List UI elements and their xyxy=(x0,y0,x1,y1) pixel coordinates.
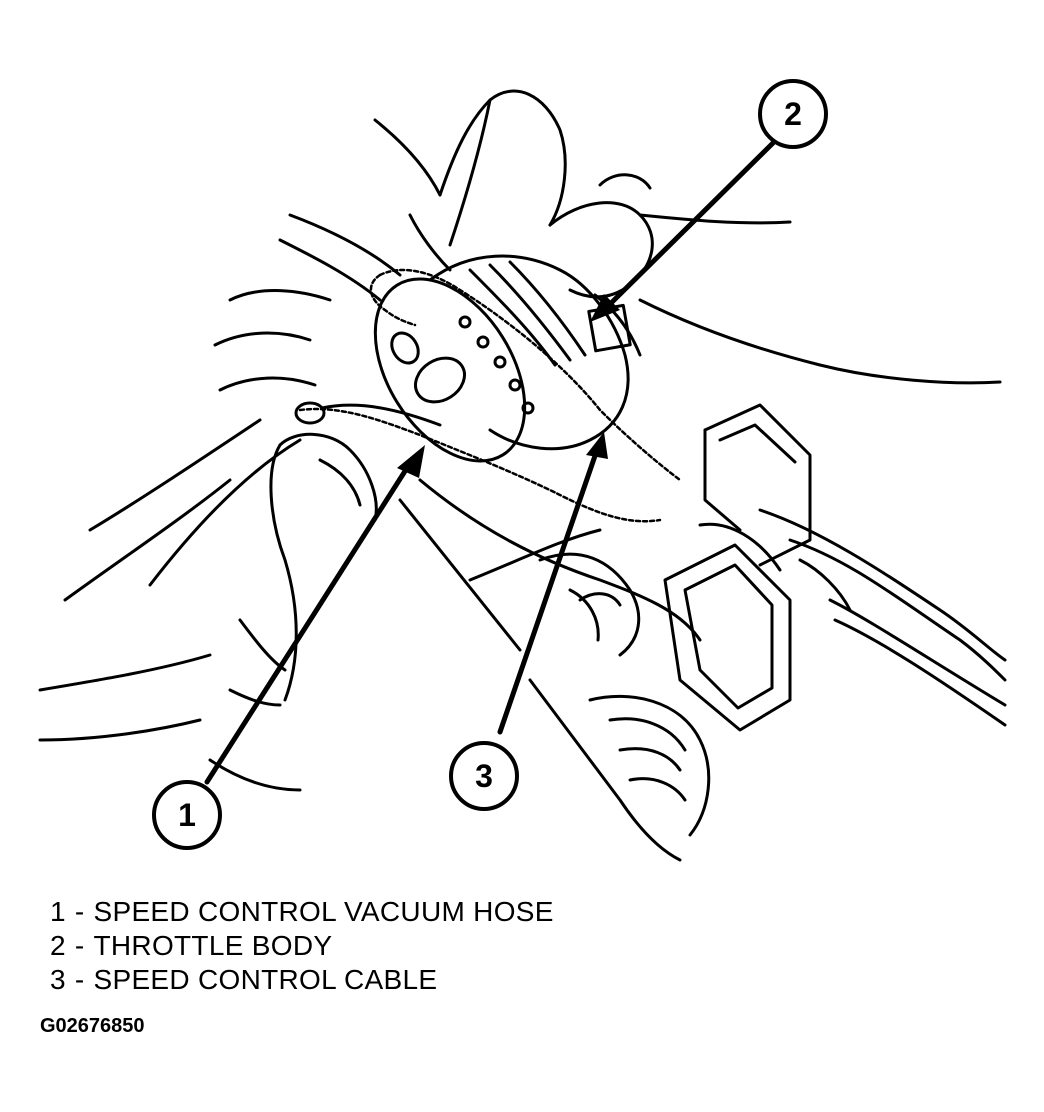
legend-item-1: 1-SPEED CONTROL VACUUM HOSE xyxy=(50,895,554,929)
legend-item-3: 3-SPEED CONTROL CABLE xyxy=(50,963,554,997)
callout-3-circle xyxy=(449,741,519,811)
speed-control-cable-loop xyxy=(298,268,682,523)
callout-1-arrowhead xyxy=(397,445,425,478)
arrowheads xyxy=(397,294,620,478)
throttle-body xyxy=(373,254,642,463)
legend-separator: - xyxy=(74,930,85,961)
legend-item-label: SPEED CONTROL VACUUM HOSE xyxy=(93,896,554,927)
callout-1-leader xyxy=(204,465,410,785)
legend-item-number: 1 xyxy=(50,896,66,927)
legend-item-2: 2-THROTTLE BODY xyxy=(50,929,554,963)
legend-separator: - xyxy=(74,964,85,995)
legend-item-label: THROTTLE BODY xyxy=(93,930,333,961)
callout-2-number: 2 xyxy=(784,96,802,132)
callout-1-number: 1 xyxy=(178,797,196,833)
legend-item-number: 3 xyxy=(50,964,66,995)
vacuum-hose-end xyxy=(294,401,442,427)
legend-item-number: 2 xyxy=(50,930,66,961)
callout-1-circle xyxy=(152,780,222,850)
callout-2-leader xyxy=(599,140,776,315)
callout-3-number: 3 xyxy=(475,758,493,794)
lower-linkage xyxy=(398,478,711,862)
callout-3-arrowhead xyxy=(586,432,608,459)
lower-hand xyxy=(38,418,378,792)
legend-separator: - xyxy=(74,896,85,927)
callout-3-leader xyxy=(497,447,600,735)
callout-circles xyxy=(152,79,828,850)
background-contour-lines xyxy=(213,118,442,392)
leader-arrows xyxy=(204,140,776,785)
cable-housing xyxy=(758,508,1007,727)
legend: 1-SPEED CONTROL VACUUM HOSE 2-THROTTLE B… xyxy=(50,895,554,997)
upper-hand xyxy=(408,89,1002,385)
callout-2-arrowhead xyxy=(590,294,620,322)
throttle-body-illustration: 1 2 3 xyxy=(38,79,1007,862)
legend-item-label: SPEED CONTROL CABLE xyxy=(93,964,438,995)
cable-bracket xyxy=(663,403,812,732)
callout-2-circle xyxy=(758,79,828,149)
figure-id: G02676850 xyxy=(40,1015,145,1037)
